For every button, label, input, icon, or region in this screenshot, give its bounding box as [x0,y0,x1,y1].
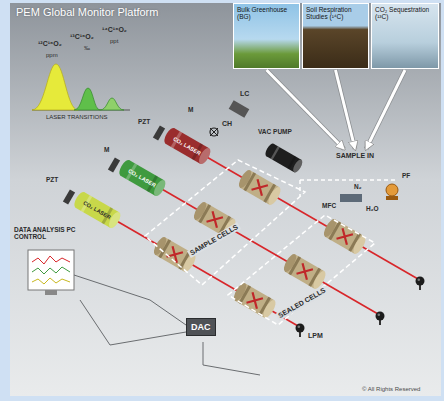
part-label: ¹³C¹⁶O₂ [70,33,94,41]
node-text: CO₂ Sequestration (¹³C) [375,6,435,21]
part-label: ‰ [84,45,90,52]
flow-arrow [267,70,345,149]
node-text: Bulk Greenhouse (BG) [237,6,296,21]
part-label: LC [240,90,249,98]
part-label: VAC PUMP [258,128,292,135]
scene-panel: CO₂ Sequestration (¹³C) [371,3,439,69]
converter-box: DAC [186,318,216,336]
part-label: H₂O [366,205,379,212]
flow-arrow [366,70,405,149]
scene-panel: Bulk Greenhouse (BG) [233,3,300,69]
part-label: PF [402,172,410,179]
flow-arrow [336,70,356,149]
part-label: CH [222,120,232,128]
arrow-outline [336,70,356,149]
scene-panel: Soil Respiration Studies (¹⁴C) [302,3,369,69]
node-text: SAMPLE IN [336,152,374,159]
arrow-outline [267,70,345,149]
part-label: ¹²C¹⁶O₂ [38,40,62,48]
part-label: LASER TRANSITIONS [46,114,108,121]
part-label: DATA ANALYSIS PC CONTROL [14,226,76,240]
part-label: LPM [308,332,323,340]
part-label: PZT [138,118,150,125]
part-label: MFC [322,202,336,209]
part-label: ¹⁴C¹⁶O₂ [102,26,127,34]
part-label: © All Rights Reserved [362,386,420,393]
part-label: M [104,146,109,153]
inlet-label-box: SAMPLE IN [333,150,377,161]
arrow-line [336,70,356,149]
arrow-outline [366,70,405,149]
part-label: ppm [46,52,58,59]
arrow-line [366,70,405,149]
diagram-title: PEM Global Monitor Platform [16,6,158,18]
node-text: Soil Respiration Studies (¹⁴C) [306,6,365,21]
part-label: PZT [46,176,58,183]
node-text: DAC [191,322,211,332]
arrow-line [267,70,345,149]
part-label: M [188,106,193,113]
part-label: ppt [110,38,118,45]
part-label: N₂ [354,183,362,190]
